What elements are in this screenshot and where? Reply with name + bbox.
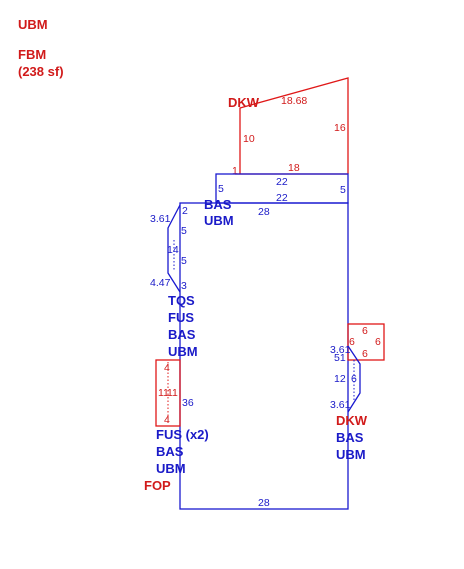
fop-label: FOP	[144, 478, 171, 493]
dim-rdeck-right: 6	[375, 336, 381, 348]
dim-wall-36: 36	[182, 397, 194, 409]
right-deck-outline	[347, 323, 385, 361]
dim-bay-diag2: 4.47	[150, 277, 171, 289]
dim-strip-top: 22	[276, 176, 288, 188]
dim-rdeck-left: 6	[349, 336, 355, 348]
dim-rdeck-bottom: 6	[362, 348, 368, 360]
main-body-outline	[179, 202, 349, 510]
right-bay-outline	[347, 345, 361, 413]
dim-strip-right: 5	[340, 184, 346, 196]
right-dkw-label: DKW	[336, 413, 368, 428]
main-ubm-label: UBM	[204, 213, 234, 228]
fus-bas-label: BAS	[156, 444, 184, 459]
left-ubm-label: UBM	[168, 344, 198, 359]
dim-bay-c: 5	[181, 255, 187, 267]
dim-rbay-diag1: 3.61	[330, 344, 351, 356]
left-fus-label: FUS	[168, 310, 194, 325]
dim-bay-d: 3	[181, 280, 187, 292]
dim-deck-bottom: 18	[288, 162, 300, 174]
dim-rdeck-top: 6	[362, 325, 368, 337]
left-tqs-label: TQS	[168, 293, 195, 308]
dim-main-top: 28	[258, 206, 270, 218]
dim-bay-a: 2	[182, 205, 188, 217]
dim-deck-slope: 18.68	[281, 95, 307, 107]
dim-fop-bottom: 4	[164, 414, 170, 426]
dim-fop-left: 11	[158, 387, 169, 399]
dim-rbay-diag2: 3.61	[330, 399, 351, 411]
dim-deck-corner: 1	[232, 165, 238, 177]
fus-x2-label: FUS (x2)	[156, 427, 209, 442]
dim-strip-bottom: 22	[276, 192, 288, 204]
dim-rbay-51: 51	[334, 352, 346, 364]
dim-rbay-6: 6	[351, 373, 357, 385]
dim-deck-left: 10	[243, 133, 255, 145]
dim-deck-right: 16	[334, 122, 346, 134]
dim-bay-b: 5	[181, 225, 187, 237]
dim-fop-top: 4	[164, 362, 170, 374]
right-bas-label: BAS	[336, 430, 364, 445]
deck-top-label: DKW	[228, 95, 260, 110]
dim-rbay-12: 12	[334, 373, 346, 385]
legend-ubm: UBM	[18, 17, 48, 32]
legend-fbm-area: (238 sf)	[18, 64, 64, 79]
dim-strip-left: 5	[218, 183, 224, 195]
deck-top-outline	[239, 77, 349, 174]
legend-fbm: FBM	[18, 47, 46, 62]
dim-main-bottom: 28	[258, 497, 270, 509]
dim-bay-f: 14	[167, 244, 179, 256]
right-ubm-label: UBM	[336, 447, 366, 462]
main-bas-label: BAS	[204, 197, 232, 212]
fus-ubm-label: UBM	[156, 461, 186, 476]
dim-bay-diag1: 3.61	[150, 213, 171, 225]
fop-outline	[155, 359, 181, 427]
left-bay-outline	[167, 204, 181, 293]
dim-fop-right: 11	[167, 387, 178, 399]
left-bas-label: BAS	[168, 327, 196, 342]
